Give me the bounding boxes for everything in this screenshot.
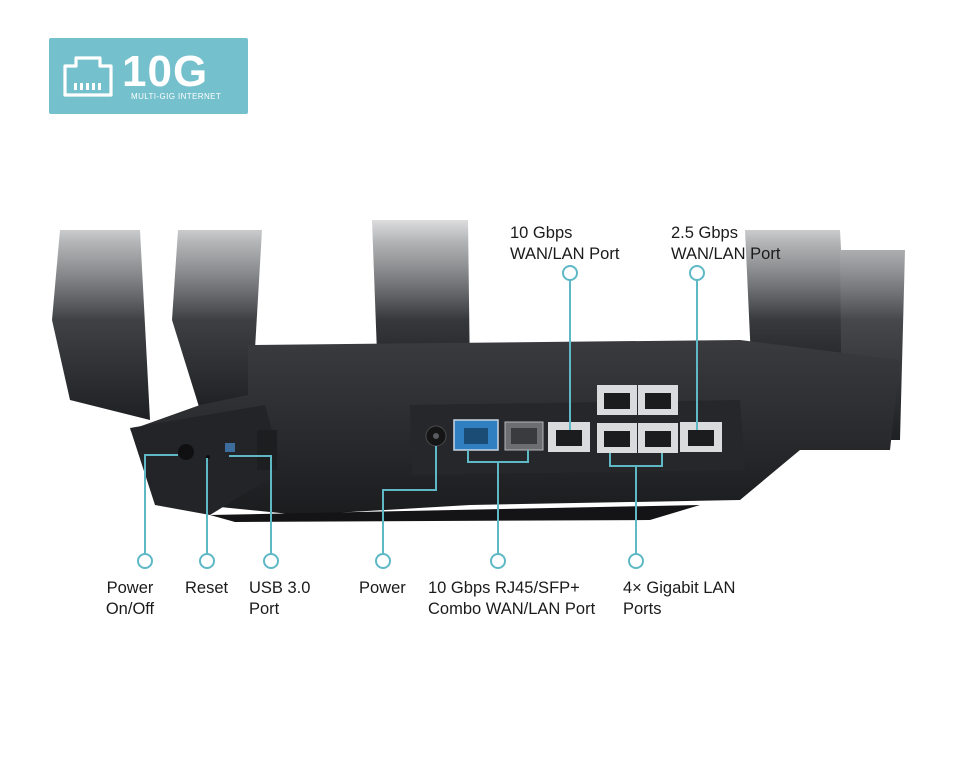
callout-2-5g-wan-lan: 2.5 Gbps WAN/LAN Port <box>671 223 780 265</box>
callout-power-line1: Power <box>359 579 406 597</box>
callout-marker-2-5g-wan <box>689 265 705 281</box>
callout-rj45-sfp-combo: 10 Gbps RJ45/SFP+ Combo WAN/LAN Port <box>428 578 595 620</box>
callout-power: Power <box>359 578 406 599</box>
callout-marker-rj45-sfp <box>490 553 506 569</box>
callout-10g-wan-line1: 10 Gbps <box>510 224 573 242</box>
callout-usb: USB 3.0 Port <box>249 578 310 620</box>
callout-gigabit-lan-line2: Ports <box>623 600 662 618</box>
callout-power-onoff-line1: Power <box>106 579 154 597</box>
multi-gig-badge: 10G MULTI-GIG INTERNET <box>49 38 248 114</box>
callout-rj45-sfp-line1: 10 Gbps RJ45/SFP+ <box>428 579 580 597</box>
callout-10g-wan-line2: WAN/LAN Port <box>510 245 620 263</box>
callout-marker-usb <box>263 553 279 569</box>
callout-marker-power <box>375 553 391 569</box>
badge-title: 10G <box>122 47 209 96</box>
callout-marker-gigabit-lan <box>628 553 644 569</box>
callout-gigabit-lan: 4× Gigabit LAN Ports <box>623 578 735 620</box>
callout-rj45-sfp-line2: Combo WAN/LAN Port <box>428 600 596 618</box>
callout-gigabit-lan-line1: 4× Gigabit LAN <box>623 579 736 597</box>
callout-marker-reset <box>199 553 215 569</box>
callout-reset-line1: Reset <box>185 579 229 597</box>
ethernet-port-icon <box>63 56 113 97</box>
callout-usb-line1: USB 3.0 <box>249 579 311 597</box>
callout-2-5g-wan-line1: 2.5 Gbps <box>671 224 738 242</box>
callout-10g-wan-lan: 10 Gbps WAN/LAN Port <box>510 223 619 265</box>
callout-reset: Reset <box>185 578 228 599</box>
callout-marker-10g-wan <box>562 265 578 281</box>
callout-2-5g-wan-line2: WAN/LAN Port <box>671 245 781 263</box>
callout-lines <box>137 265 705 569</box>
callout-usb-line2: Port <box>249 600 280 618</box>
callout-power-onoff-line2: On/Off <box>105 600 155 618</box>
callout-power-onoff: Power On/Off <box>98 578 162 620</box>
callout-marker-power-onoff <box>137 553 153 569</box>
router-body <box>130 340 900 522</box>
badge-subtitle: MULTI-GIG INTERNET <box>131 92 222 101</box>
